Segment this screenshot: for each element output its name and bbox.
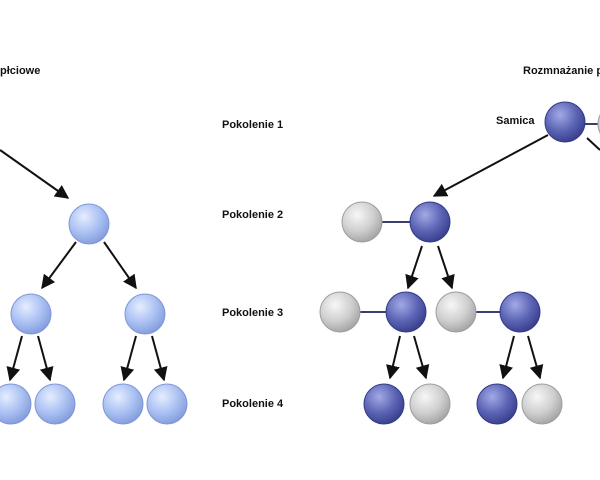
male-node-gen4b: [409, 383, 451, 425]
female-node-gen2: [409, 201, 451, 243]
right-title: Rozmnażanie p: [523, 65, 600, 77]
arrow-gen3a-to-gen4b: [37, 335, 54, 382]
arrow-male-partial: [586, 137, 600, 151]
right-tree-pair-lines: [358, 123, 600, 313]
right-tree-arrows: [386, 134, 600, 380]
generation-label-4: Pokolenie 4: [222, 398, 284, 410]
asexual-node-gen4d: [146, 383, 188, 425]
arrow-gen2-to-gen3a: [41, 241, 77, 290]
asexual-node-gen3b: [124, 293, 166, 335]
asexual-node-gen4a: [0, 383, 32, 425]
female-label: Samica: [496, 115, 535, 127]
arrow-gen3b-to-gen4d: [151, 335, 168, 382]
arrow-female-to-gen2: [432, 134, 549, 197]
male-node-gen3b: [435, 291, 477, 333]
female-node-gen4a: [363, 383, 405, 425]
arrow-gen3b-to-gen4c: [120, 335, 137, 382]
female-node-gen3b: [499, 291, 541, 333]
asexual-node-gen3a: [10, 293, 52, 335]
asexual-node-gen2: [68, 203, 110, 245]
left-title: płciowe: [0, 65, 40, 77]
left-tree-nodes: [0, 203, 188, 425]
male-node-gen4d: [521, 383, 563, 425]
female-node-gen1: [544, 101, 586, 143]
generation-label-3: Pokolenie 3: [222, 307, 283, 319]
left-tree-arrows: [0, 149, 168, 382]
male-node-gen2: [341, 201, 383, 243]
female-node-gen4c: [476, 383, 518, 425]
arrow-gen3a-to-gen4a: [6, 335, 23, 382]
arrow-gen3b-to-gen4c-right: [499, 335, 515, 380]
arrow-gen3a-to-gen4a-right: [386, 335, 401, 380]
arrow-gen2-to-gen3-female-b: [437, 245, 455, 290]
arrow-gen3b-to-gen4d-right: [527, 335, 544, 380]
female-node-gen3a: [385, 291, 427, 333]
arrow-gen3a-to-gen4b-right: [413, 335, 430, 380]
generation-label-1: Pokolenie 1: [222, 119, 283, 131]
asexual-node-gen4b: [34, 383, 76, 425]
asexual-node-gen4c: [102, 383, 144, 425]
arrow-gen2-to-gen3-female: [405, 245, 423, 290]
right-tree-nodes: [319, 101, 600, 425]
male-node-gen3a: [319, 291, 361, 333]
arrow-gen2-to-gen3b: [103, 241, 137, 290]
generation-label-2: Pokolenie 2: [222, 209, 283, 221]
arrow-gen1-to-gen2-left: [0, 149, 70, 199]
